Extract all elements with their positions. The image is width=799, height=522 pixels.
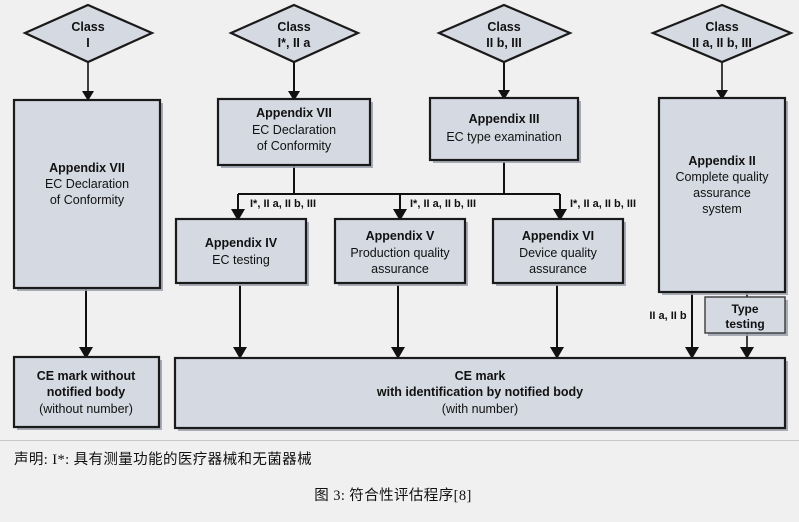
node-appendix-iii[interactable]: Appendix III EC type examination	[428, 96, 581, 163]
connector-class2a2b3-to-appendixii	[716, 62, 728, 100]
node-appendix-ii[interactable]: Appendix II Complete quality assurance s…	[657, 96, 788, 295]
caption-area: 声明: I*: 具有测量功能的医疗器械和无菌器械 图 3: 符合性评估程序[8]	[0, 440, 799, 522]
appendix-iii-title: Appendix III	[469, 112, 540, 126]
node-type-testing[interactable]: Type testing	[704, 296, 788, 336]
connector-appendixiv-to-cemark-with	[233, 285, 247, 359]
appendix-v-title: Appendix V	[366, 229, 435, 243]
ce-mark-without-line1: notified body	[47, 385, 126, 399]
connector-appendixvii-to-cemark-without	[79, 289, 93, 359]
ce-mark-with-line2: (with number)	[442, 402, 518, 416]
class-1star-2a-line1: Class	[277, 20, 310, 34]
node-class-2a-2b-3[interactable]: Class II a, II b, III	[650, 3, 794, 64]
class-1star-2a-line2: I*, II a	[278, 36, 312, 50]
appendix-vii-mid-title: Appendix VII	[256, 106, 332, 120]
node-ce-mark-without[interactable]: CE mark without notified body (without n…	[12, 355, 162, 430]
node-ce-mark-with[interactable]: CE mark with identification by notified …	[173, 356, 788, 431]
class-2b-3-line1: Class	[487, 20, 520, 34]
appendix-v-line1: Production quality	[350, 246, 450, 260]
appendix-vi-title: Appendix VI	[522, 229, 594, 243]
conformity-assessment-flowchart: Class I Class I*, II a Class II b, III C…	[12, 3, 794, 431]
class-2b-3-line2: II b, III	[486, 36, 521, 50]
connector-typetesting-to-cemark-with	[740, 333, 754, 359]
connector-appendixvi-to-cemark-with	[550, 285, 564, 359]
ce-mark-without-line2: (without number)	[39, 402, 133, 416]
appendix-vii-mid-line2: of Conformity	[257, 139, 332, 153]
appendix-vii-mid-line1: EC Declaration	[252, 123, 336, 137]
appendix-vi-line1: Device quality	[519, 246, 598, 260]
appendix-ii-title: Appendix II	[688, 154, 755, 168]
ce-mark-with-line1: with identification by notified body	[376, 385, 583, 399]
appendix-iv-line1: EC testing	[212, 253, 270, 267]
edge-label-to-appendix-vi: I*, II a, II b, III	[570, 198, 636, 210]
connector-class2b3-to-appendixiii	[498, 62, 510, 100]
node-appendix-vi[interactable]: Appendix VI Device quality assurance	[491, 217, 626, 286]
node-class-1[interactable]: Class I	[22, 3, 155, 64]
figure-caption: 图 3: 符合性评估程序[8]	[314, 488, 472, 504]
appendix-vii-left-title: Appendix VII	[49, 161, 125, 175]
edge-label-to-appendix-iv: I*, II a, II b, III	[250, 198, 316, 210]
node-class-2b-3[interactable]: Class II b, III	[436, 3, 573, 64]
class-1-line1: Class	[71, 20, 104, 34]
appendix-ii-line3: system	[702, 202, 742, 216]
edge-label-appendix-ii-down: II a, II b	[649, 310, 687, 322]
appendix-vii-left-line1: EC Declaration	[45, 177, 129, 191]
appendix-vi-line2: assurance	[529, 262, 587, 276]
connector-bus-to-iv-v-vi	[231, 162, 567, 221]
caption-divider	[0, 440, 799, 441]
node-appendix-v[interactable]: Appendix V Production quality assurance	[333, 217, 468, 286]
ce-mark-with-title: CE mark	[455, 369, 506, 383]
appendix-iii-line1: EC type examination	[446, 130, 561, 144]
connector-class1s2a-to-appendixvii	[288, 62, 300, 101]
type-testing-line1: testing	[725, 317, 764, 331]
node-appendix-vii-mid[interactable]: Appendix VII EC Declaration of Conformit…	[216, 97, 373, 168]
connector-appendixv-to-cemark-with	[391, 285, 405, 359]
type-testing-title: Type	[731, 302, 758, 316]
connector-class1-to-appendixvii	[82, 62, 94, 101]
class-1-line2: I	[86, 36, 89, 50]
ce-mark-without-title: CE mark without	[37, 369, 136, 383]
class-2a-2b-3-line2: II a, II b, III	[692, 36, 752, 50]
node-appendix-iv[interactable]: Appendix IV EC testing	[174, 217, 309, 286]
figure-note: 声明: I*: 具有测量功能的医疗器械和无菌器械	[14, 452, 312, 468]
appendix-vii-left-line2: of Conformity	[50, 193, 125, 207]
node-appendix-vii-left[interactable]: Appendix VII EC Declaration of Conformit…	[12, 98, 163, 291]
appendix-iv-title: Appendix IV	[205, 236, 278, 250]
appendix-v-line2: assurance	[371, 262, 429, 276]
node-class-1star-2a[interactable]: Class I*, II a	[228, 3, 361, 64]
edge-label-to-appendix-v: I*, II a, II b, III	[410, 198, 476, 210]
appendix-ii-line2: assurance	[693, 186, 751, 200]
connector-appendixii-to-cemark-with	[685, 293, 699, 359]
class-2a-2b-3-line1: Class	[705, 20, 738, 34]
appendix-ii-line1: Complete quality	[675, 170, 769, 184]
